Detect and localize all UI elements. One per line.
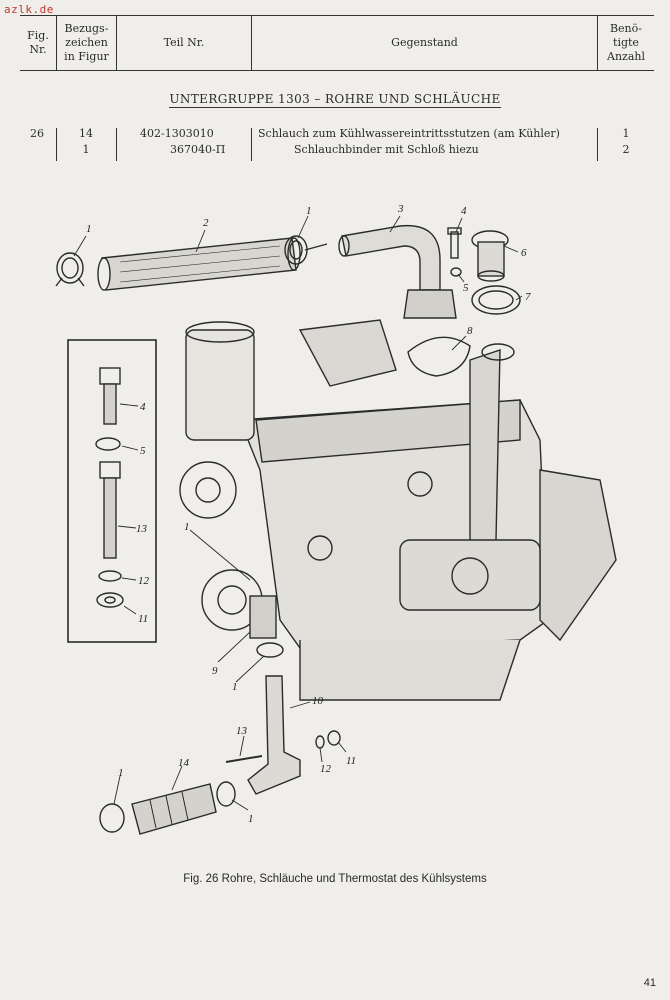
callout-label: 12 — [320, 763, 332, 775]
callout-label: 7 — [525, 291, 531, 303]
callout-label: 8 — [467, 325, 473, 337]
callout-label: 5 — [463, 282, 469, 294]
callout-label: 11 — [138, 613, 148, 625]
callout-label: 4 — [461, 205, 467, 217]
thermostat-icon — [471, 230, 509, 282]
callout-label: 9 — [212, 665, 218, 677]
row-ref: 1 — [82, 143, 90, 156]
row-desc: Schlauch zum Kühlwassereintrittsstutzen … — [258, 127, 560, 140]
row-qty: 2 — [622, 143, 630, 156]
watermark: azlk.de — [4, 3, 54, 16]
washer-icon — [95, 437, 121, 451]
callout-label: 1 — [118, 767, 124, 779]
washer-icon — [450, 267, 462, 277]
engine-icon — [179, 319, 617, 701]
callout-label: 11 — [346, 755, 356, 767]
callout-label: 1 — [184, 521, 190, 533]
callout-label: 1 — [248, 813, 254, 825]
callout-label: 2 — [203, 217, 209, 229]
header-gegenstand: Gegenstand — [391, 36, 458, 49]
hardware-inset — [67, 339, 157, 643]
header-teil-nr: Teil Nr. — [163, 36, 205, 49]
figure-caption: Fig. 26 Rohre, Schläuche und Thermostat … — [183, 873, 487, 885]
callout-label: 6 — [521, 247, 527, 259]
row-desc: Schlauchbinder mit Schloß hiezu — [294, 143, 479, 156]
callout-label: 13 — [236, 725, 248, 737]
water-pipe-icon — [247, 675, 301, 795]
hose-icon — [249, 595, 277, 639]
gasket-icon — [407, 336, 471, 377]
nut-icon — [96, 592, 124, 608]
row-qty: 1 — [622, 127, 630, 140]
page-number: 41 — [643, 977, 656, 989]
group-title: UNTERGRUPPE 1303 – ROHRE UND SCHLÄUCHE — [169, 92, 501, 108]
outlet-pipe-icon — [338, 224, 457, 319]
hose-icon — [131, 783, 217, 835]
callout-label: 10 — [312, 695, 324, 707]
callout-label: 12 — [138, 575, 150, 587]
callout-label: 1 — [232, 681, 238, 693]
hose-icon — [97, 237, 301, 291]
callout-label: 13 — [136, 523, 148, 535]
header-fig-nr: Fig.Nr. — [27, 29, 49, 56]
callout-label: 1 — [86, 223, 92, 235]
callout-label: 4 — [140, 401, 146, 413]
callout-label: 14 — [178, 757, 190, 769]
nut-icon — [327, 730, 341, 746]
hose-clamp-icon — [55, 252, 85, 287]
gasket-icon — [471, 285, 521, 315]
lock-washer-icon — [98, 570, 122, 582]
callout-label: 3 — [397, 203, 404, 215]
bolt-icon — [99, 367, 121, 425]
callout-label: 5 — [140, 445, 146, 457]
row-ref: 14 — [79, 127, 93, 140]
hose-clamp-icon — [216, 781, 236, 807]
lock-washer-icon — [315, 735, 325, 749]
hose-clamp-icon — [256, 642, 284, 658]
hose-clamp-icon — [284, 235, 328, 265]
bolt-icon — [447, 227, 462, 259]
bolt-icon — [99, 461, 121, 559]
hose-clamp-icon — [99, 803, 125, 833]
callout-label: 1 — [306, 205, 312, 217]
row-fig: 26 — [30, 127, 44, 140]
row-part: 402-1303010 — [140, 127, 214, 140]
row-part: 367040-П — [170, 143, 226, 156]
